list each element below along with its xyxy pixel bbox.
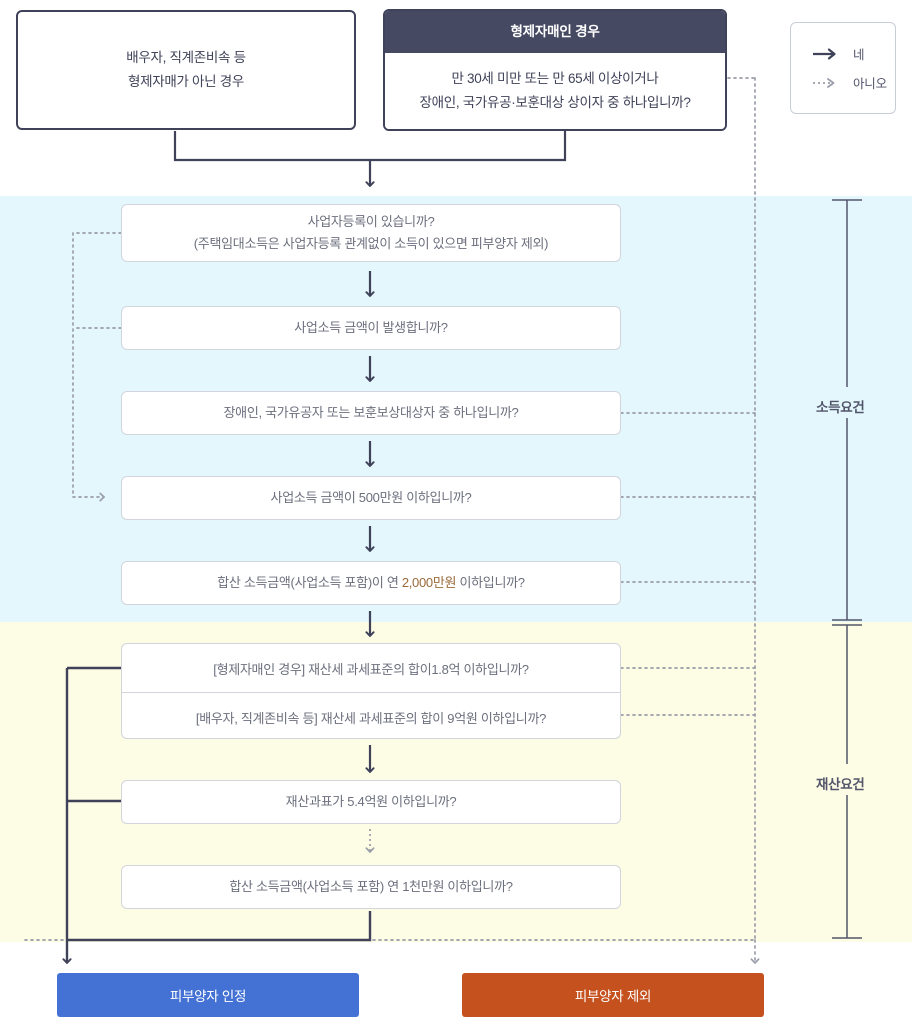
question-box-total-income-under-20m[interactable]: 합산 소득금액(사업소득 포함)이 연 2,000만원 이하입니까? bbox=[121, 561, 621, 605]
top-left-line2: 형제자매가 아닌 경우 bbox=[128, 74, 244, 89]
question-row-sibling-property[interactable]: [형제자매인 경우] 재산세 과세표준의 합이1.8억 이하입니까? bbox=[122, 644, 620, 693]
q1-line1: 사업자등록이 있습니까? bbox=[307, 214, 435, 229]
question-box-property-tax-base[interactable]: [형제자매인 경우] 재산세 과세표준의 합이1.8억 이하입니까? [배우자,… bbox=[121, 643, 621, 739]
top-right-line1: 만 30세 미만 또는 만 65세 이상이거나 bbox=[451, 71, 659, 86]
question-box-business-income-under-5m[interactable]: 사업소득 금액이 500만원 이하입니까? bbox=[121, 476, 621, 520]
q5-accent-amount: 2,000만원 bbox=[401, 575, 457, 590]
result-button-dependent-excluded[interactable]: 피부양자 제외 bbox=[462, 973, 764, 1017]
result-button-dependent-approved[interactable]: 피부양자 인정 bbox=[57, 973, 359, 1017]
top-box-sibling-header: 형제자매인 경우 bbox=[385, 11, 725, 53]
top-merge-connector bbox=[173, 131, 567, 187]
q5-prefix: 합산 소득금액(사업소득 포함)이 연 bbox=[217, 575, 402, 590]
top-box-sibling: 형제자매인 경우 만 30세 미만 또는 만 65세 이상이거나 장애인, 국가… bbox=[383, 9, 727, 131]
question-box-business-registration[interactable]: 사업자등록이 있습니까? (주택임대소득은 사업자등록 관계없이 소득이 있으면… bbox=[121, 204, 621, 262]
question-box-disabled-or-veteran[interactable]: 장애인, 국가유공자 또는 보훈보상대상자 중 하나입니까? bbox=[121, 391, 621, 435]
legend-box: 네 아니오 bbox=[790, 22, 896, 114]
legend-label-no: 아니오 bbox=[853, 77, 887, 91]
legend-label-yes: 네 bbox=[853, 48, 865, 62]
question-box-property-base-under-540m[interactable]: 재산과표가 5.4억원 이하입니까? bbox=[121, 780, 621, 824]
solid-arrow-icon bbox=[813, 48, 836, 59]
top-left-line1: 배우자, 직계존비속 등 bbox=[126, 50, 246, 65]
q5-suffix: 이하입니까? bbox=[456, 575, 525, 590]
asset-requirement-label: 재산요건 bbox=[816, 777, 865, 792]
question-box-business-income-exists[interactable]: 사업소득 금액이 발생합니까? bbox=[121, 306, 621, 350]
question-box-total-income-under-10m[interactable]: 합산 소득금액(사업소득 포함) 연 1천만원 이하입니까? bbox=[121, 865, 621, 909]
top-box-sibling-body: 만 30세 미만 또는 만 65세 이상이거나 장애인, 국가유공·보훈대상 상… bbox=[385, 53, 725, 129]
legend-row-yes: 네 bbox=[811, 44, 895, 63]
q1-line2: (주택임대소득은 사업자등록 관계없이 소득이 있으면 피부양자 제외) bbox=[193, 236, 549, 251]
dotted-arrow-icon bbox=[813, 77, 835, 88]
top-right-line2: 장애인, 국가유공·보훈대상 상이자 중 하나입니까? bbox=[419, 95, 691, 110]
top-box-non-sibling: 배우자, 직계존비속 등 형제자매가 아닌 경우 bbox=[16, 10, 356, 130]
question-row-spouse-property[interactable]: [배우자, 직계존비속 등] 재산세 과세표준의 합이 9억원 이하입니까? bbox=[195, 710, 547, 726]
income-requirement-label: 소득요건 bbox=[816, 400, 865, 415]
top-box-non-sibling-text: 배우자, 직계존비속 등 형제자매가 아닌 경우 bbox=[126, 46, 246, 94]
legend-row-no: 아니오 bbox=[811, 73, 895, 92]
